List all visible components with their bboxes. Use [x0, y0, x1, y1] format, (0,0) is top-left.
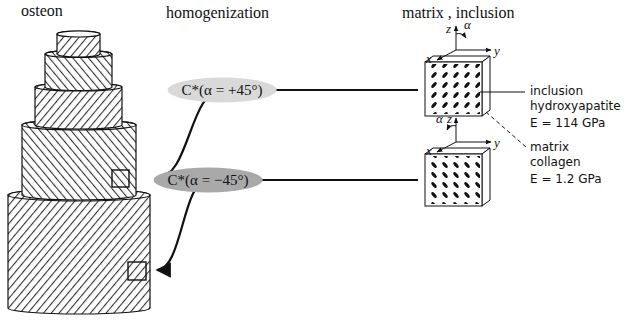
- inclusions: [427, 64, 480, 114]
- axis-label: x: [426, 144, 432, 157]
- connector-arrow: [157, 90, 418, 178]
- stiffness-label: C*(α = −45°): [154, 168, 263, 193]
- leader-line: [480, 92, 525, 93]
- rve-node: zα y x: [418, 112, 506, 212]
- axis-label: y: [494, 44, 500, 57]
- column-heading: matrix , inclusion: [402, 4, 514, 22]
- osteon-node: osteon: [5, 2, 157, 312]
- block-top: [425, 148, 490, 154]
- rve-block-lower: [425, 118, 491, 206]
- sample-square: [112, 170, 129, 187]
- axis-label: x: [426, 52, 432, 65]
- alpha-arc: [456, 34, 466, 39]
- modulus-label: E = 1.2 GPa: [530, 172, 602, 187]
- block-side: [482, 148, 490, 206]
- rve-node: zαyx: [418, 18, 506, 110]
- x-axis: [437, 142, 456, 152]
- material-label: matrix collagen: [530, 140, 600, 170]
- block-front: [425, 62, 482, 116]
- x-axis: [437, 50, 456, 60]
- modulus-label: E = 114 GPa: [530, 116, 605, 131]
- lamella: [22, 120, 136, 200]
- connector-arrow: [157, 180, 418, 270]
- alpha-arc: [447, 126, 456, 131]
- node-heading: osteon: [5, 2, 157, 20]
- lamella: [57, 31, 100, 57]
- y-axis: [456, 50, 491, 51]
- axis-label: z: [446, 22, 451, 35]
- y-axis: [456, 142, 491, 143]
- material-label: inclusion hydroxyapatite: [530, 84, 636, 114]
- osteon-stack: [8, 31, 150, 314]
- inclusions: [427, 156, 480, 204]
- stiffness-label: C*(α = +45°): [168, 78, 277, 103]
- rve-block-upper: [425, 26, 491, 116]
- sample-square: [128, 262, 146, 280]
- axis-label: z: [447, 112, 452, 125]
- leader-line: [486, 112, 526, 147]
- z-axis: [456, 26, 457, 50]
- block-top: [425, 56, 490, 62]
- z-axis: [456, 118, 457, 142]
- lamella-top: [57, 31, 100, 37]
- block-side: [482, 56, 490, 116]
- lamella: [8, 189, 150, 314]
- block-front: [425, 154, 482, 206]
- axis-label: y: [494, 136, 500, 149]
- column-heading: homogenization: [166, 4, 269, 22]
- axis-label: α: [436, 112, 443, 125]
